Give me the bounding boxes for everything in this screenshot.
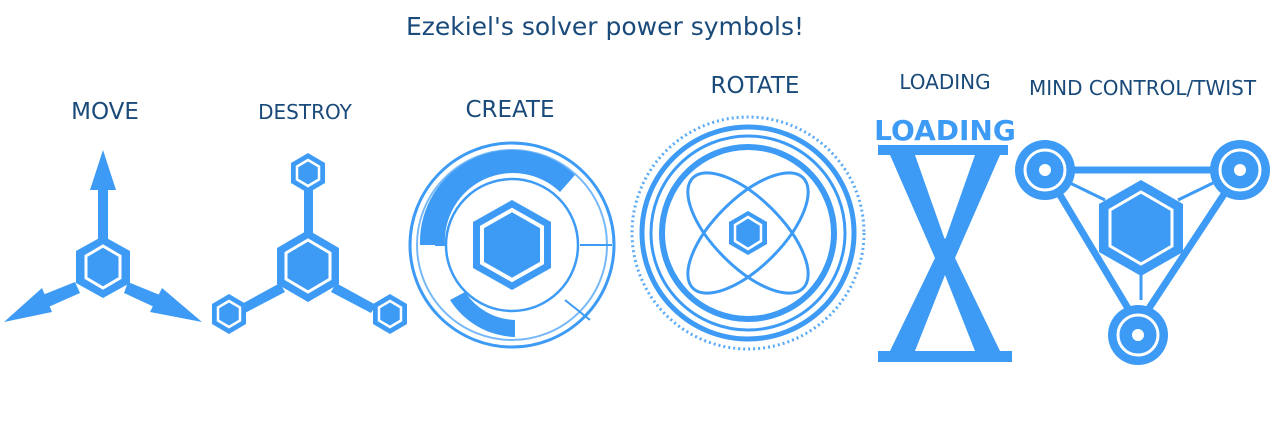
move-label: MOVE	[71, 99, 139, 125]
create-label: CREATE	[465, 97, 555, 123]
destroy-label: DESTROY	[258, 100, 352, 124]
move-icon	[4, 150, 202, 322]
create-icon	[408, 141, 616, 349]
loading-label: LOADING	[899, 70, 991, 94]
page-title: Ezekiel's solver power symbols!	[405, 12, 805, 41]
hourglass-icon: LOADING	[874, 114, 1016, 362]
destroy-icon	[212, 153, 407, 334]
mind-control-label: MIND CONTROL/TWIST	[1028, 76, 1257, 100]
rotate-icon	[630, 115, 866, 351]
mind-control-icon	[1015, 140, 1270, 365]
rotate-label: ROTATE	[710, 73, 800, 99]
loading-badge: LOADING	[874, 114, 1016, 147]
